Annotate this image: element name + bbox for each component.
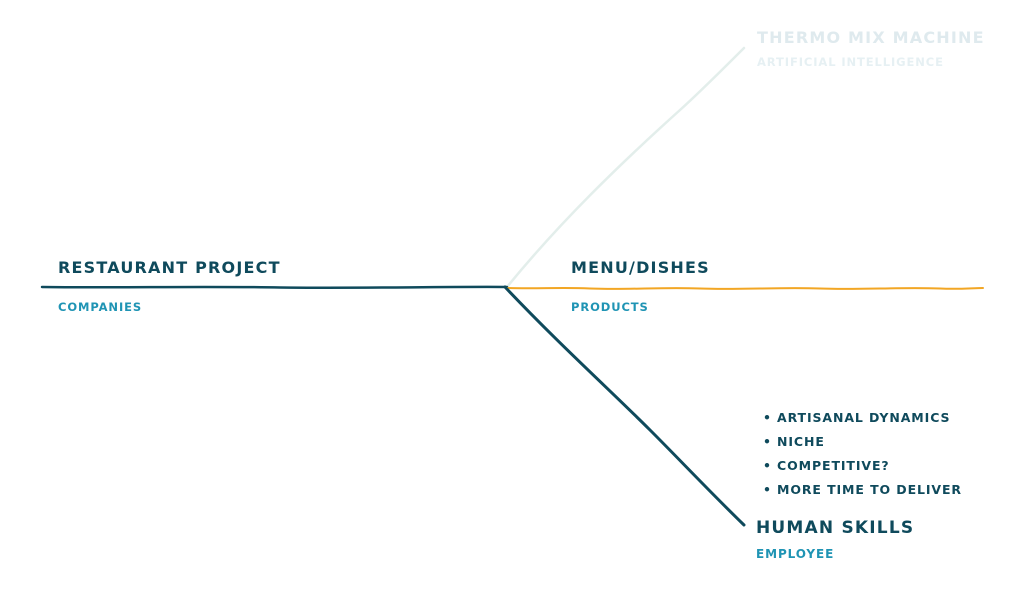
- note-item: • COMPETITIVE?: [763, 456, 962, 480]
- note-text: MORE TIME TO DELIVER: [777, 482, 962, 497]
- menu-node-title: MENU/DISHES: [571, 258, 710, 277]
- thermo-node-subtitle: ARTIFICIAL INTELLIGENCE: [757, 55, 944, 69]
- human-node-subtitle: EMPLOYEE: [756, 547, 835, 561]
- bullet-icon: •: [763, 458, 772, 473]
- root-node-title: RESTAURANT PROJECT: [58, 258, 281, 277]
- note-text: NICHE: [777, 434, 825, 449]
- branch-line-menu: [506, 286, 984, 290]
- root-line: [40, 285, 509, 290]
- root-node-subtitle: COMPANIES: [58, 300, 143, 314]
- bullet-icon: •: [763, 434, 772, 449]
- human-node-title: HUMAN SKILLS: [756, 518, 915, 538]
- note-item: • ARTISANAL DYNAMICS: [763, 408, 962, 432]
- note-item: • MORE TIME TO DELIVER: [763, 480, 962, 504]
- note-item: • NICHE: [763, 432, 962, 456]
- note-text: COMPETITIVE?: [777, 458, 890, 473]
- bullet-icon: •: [763, 482, 772, 497]
- menu-node-subtitle: PRODUCTS: [571, 300, 649, 314]
- bullet-icon: •: [763, 410, 772, 425]
- note-text: ARTISANAL DYNAMICS: [777, 410, 951, 425]
- branch-line-human: [503, 285, 746, 527]
- branch-line-thermo: [505, 46, 746, 289]
- thermo-node-title: THERMO MIX MACHINE: [757, 28, 985, 47]
- human-node-notes: • ARTISANAL DYNAMICS • NICHE • COMPETITIVE?…: [763, 408, 962, 504]
